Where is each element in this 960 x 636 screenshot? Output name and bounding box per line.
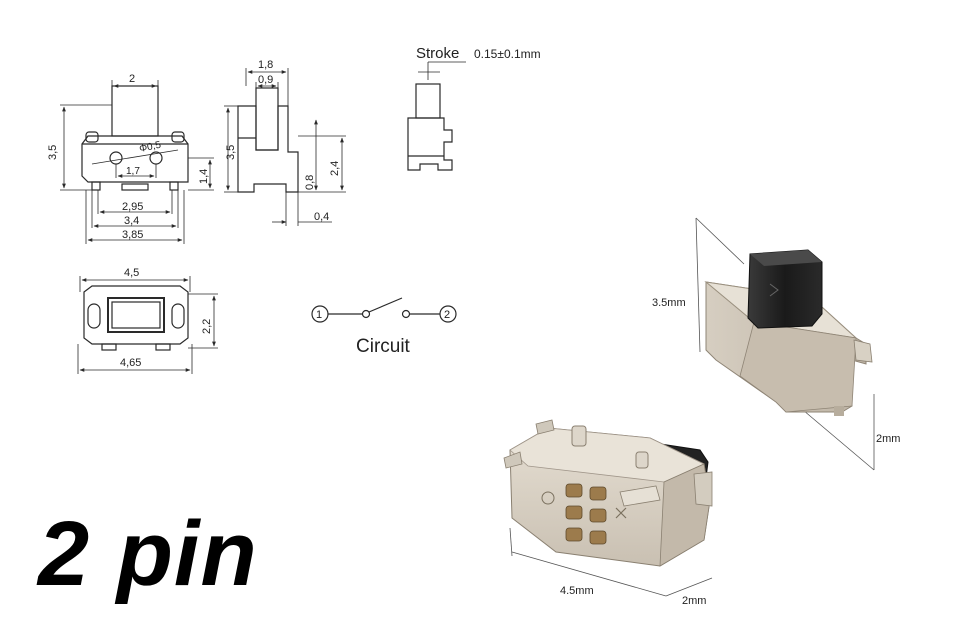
front-view-drawing — [60, 80, 214, 244]
width-34-label: 3,4 — [124, 215, 139, 227]
bottom-depth-label: 2,2 — [201, 319, 213, 334]
circuit-label: Circuit — [356, 336, 411, 357]
bottom-width-bottom-label: 4,65 — [120, 357, 141, 369]
circuit-diagram — [311, 297, 457, 323]
stroke-label: Stroke — [416, 45, 459, 62]
switch-contact-left — [361, 309, 371, 319]
photo-height-label: 3.5mm — [652, 297, 686, 309]
photo-depth-label-bottom: 2mm — [682, 595, 706, 607]
pin-height-label: 1,4 — [198, 169, 210, 184]
bottom-width-top-label: 4,5 — [124, 267, 139, 279]
stroke-value: 0.15±0.1mm — [474, 47, 541, 61]
side-lower-height-label: 0,8 — [304, 175, 316, 190]
pin2-label: 2 — [444, 309, 450, 321]
hole-diameter-label: Φ0,5 — [138, 140, 162, 155]
side-height-label: 3,5 — [225, 145, 237, 160]
side-view-drawing — [224, 68, 346, 226]
side-pad-label: 0,4 — [314, 211, 329, 223]
front-top-width-label: 2 — [129, 73, 135, 85]
switch-photo-top — [695, 217, 875, 471]
photo-width-label: 4.5mm — [560, 585, 594, 597]
bottom-view-drawing — [77, 276, 218, 374]
front-height-label: 3,5 — [47, 145, 59, 160]
switch-contact-right — [401, 309, 411, 319]
switch-photo-bottom — [503, 419, 713, 597]
side-outer-width-label: 1,8 — [258, 59, 273, 71]
side-inner-width-label: 0,9 — [258, 74, 273, 86]
width-295-label: 2,95 — [122, 201, 143, 213]
pin2-circle — [439, 305, 457, 323]
pin1-label: 1 — [316, 309, 322, 321]
width-385-label: 3,85 — [122, 229, 143, 241]
switch-lever — [368, 297, 403, 313]
hole-pitch-label: 1,7 — [126, 166, 140, 177]
stroke-drawing — [407, 61, 466, 171]
side-upper-height-label: 2,4 — [329, 161, 341, 176]
pin-count-title: 2 pin — [38, 503, 258, 605]
photo-depth-label-top: 2mm — [876, 433, 900, 445]
